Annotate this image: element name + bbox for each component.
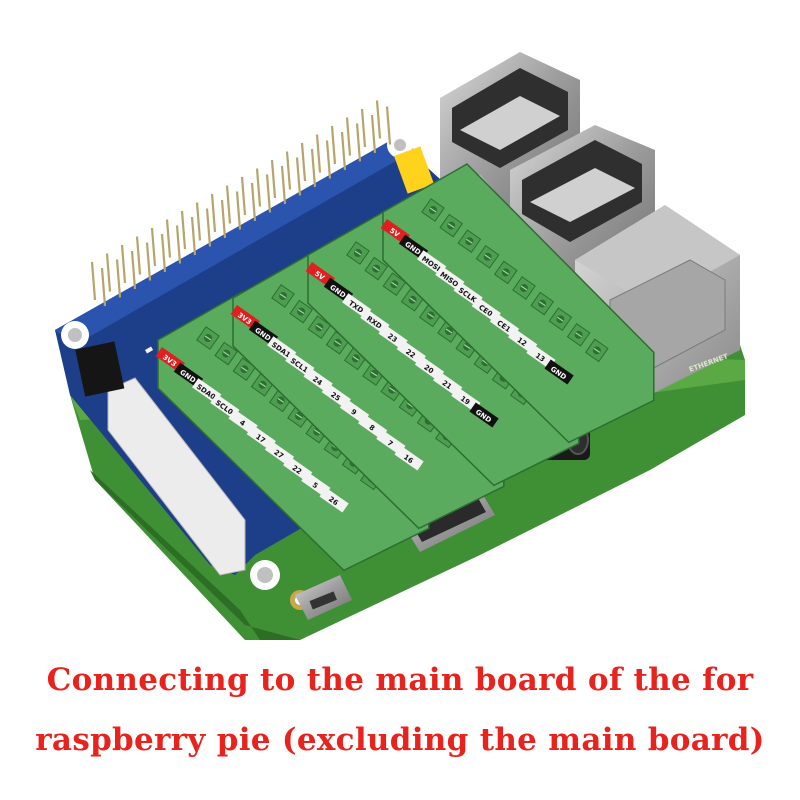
gpio-pin bbox=[325, 140, 332, 179]
gpio-pin bbox=[130, 250, 137, 290]
gpio-pin bbox=[160, 233, 167, 273]
terminal-label-text: 8 bbox=[368, 423, 377, 432]
terminal-screw-slot bbox=[372, 266, 380, 272]
terminal-label-text: 5 bbox=[311, 481, 320, 490]
gpio-pin bbox=[195, 202, 202, 241]
gpio-pin bbox=[370, 114, 377, 154]
terminal-screw-slot bbox=[593, 347, 601, 353]
terminal-screw-slot bbox=[466, 238, 473, 244]
terminal-screw-slot bbox=[334, 340, 341, 346]
gpio-pin bbox=[120, 244, 127, 284]
gpio-pin bbox=[235, 191, 242, 230]
gpio-pin bbox=[345, 117, 352, 156]
gpio-pin bbox=[115, 259, 122, 298]
terminal-screw-slot bbox=[297, 309, 305, 315]
terminal-screw-slot bbox=[445, 328, 453, 334]
gpio-pin bbox=[300, 142, 307, 182]
terminal-screw-slot bbox=[259, 382, 266, 388]
gpio-pin bbox=[385, 106, 392, 145]
terminal-label-text: 4 bbox=[238, 419, 247, 428]
terminal-screw-slot bbox=[370, 371, 378, 377]
terminal-screw-slot bbox=[391, 281, 398, 287]
gpio-pin bbox=[180, 210, 187, 250]
caption-line-2: raspberry pie (excluding the main board) bbox=[35, 722, 765, 758]
micro-usb-port-icon bbox=[295, 575, 352, 620]
gpio-pin bbox=[255, 168, 262, 207]
gpio-pin bbox=[205, 208, 212, 247]
product-photo: ETHERNET 3V3GNDSDA0SCL041727225263V3GNDS… bbox=[55, 52, 745, 640]
terminal-screw-slot bbox=[388, 387, 396, 393]
gpio-pin bbox=[135, 236, 142, 275]
terminal-screw-slot bbox=[295, 413, 303, 419]
terminal-screw-slot bbox=[429, 207, 437, 213]
gpio-pin bbox=[190, 216, 197, 256]
gpio-pin bbox=[220, 199, 227, 239]
terminal-screw-slot bbox=[575, 332, 582, 338]
gpio-pin bbox=[250, 182, 257, 222]
terminal-label: 9 bbox=[339, 398, 370, 424]
gpio-pin bbox=[310, 148, 317, 188]
terminal-screw-slot bbox=[463, 344, 471, 350]
led-indicator bbox=[145, 346, 154, 354]
gpio-pin bbox=[285, 151, 292, 190]
terminal-strips: 3V3GNDSDA0SCL041727225263V3GNDSDA1SCL124… bbox=[155, 163, 655, 572]
terminal-label-text: 7 bbox=[386, 439, 395, 448]
terminal-screw-slot bbox=[204, 335, 212, 341]
gpio-pin bbox=[105, 253, 112, 292]
terminal-screw-slot bbox=[352, 355, 360, 361]
gpio-pin bbox=[270, 159, 277, 199]
gpio-pin bbox=[100, 267, 107, 307]
gpio-pin bbox=[295, 157, 302, 196]
terminal-screw-slot bbox=[409, 297, 416, 303]
gpio-pin bbox=[150, 227, 157, 267]
terminal-screw-slot bbox=[279, 293, 287, 299]
caption-line-1: Connecting to the main board of the for bbox=[46, 662, 754, 698]
terminal-label-text: 9 bbox=[349, 408, 358, 417]
terminal-label: 4 bbox=[228, 409, 258, 435]
gpio-pin bbox=[375, 100, 382, 139]
terminal-screw-slot bbox=[222, 351, 230, 357]
terminal-screw-slot bbox=[447, 223, 455, 229]
gpio-pin bbox=[175, 225, 182, 264]
terminal-screw-slot bbox=[313, 429, 321, 435]
gpio-pin bbox=[240, 176, 247, 216]
terminal-screw-slot bbox=[538, 301, 546, 307]
terminal-label: 7 bbox=[376, 429, 406, 455]
hdmi-port-icon bbox=[400, 490, 495, 552]
gpio-pin bbox=[315, 134, 322, 173]
terminal-screw-slot bbox=[484, 254, 491, 260]
gpio-pin bbox=[225, 185, 232, 224]
gpio-pin bbox=[360, 108, 367, 148]
gpio-pin bbox=[355, 123, 362, 162]
gpio-pin bbox=[210, 193, 217, 233]
terminal-screw-slot bbox=[502, 269, 510, 275]
terminal-label: 5 bbox=[301, 471, 331, 497]
gpio-pin bbox=[165, 219, 172, 258]
terminal-screw-slot bbox=[316, 324, 323, 330]
terminal-label: 8 bbox=[358, 414, 388, 440]
terminal-screw-slot bbox=[277, 397, 285, 403]
gpio-pin bbox=[340, 131, 347, 171]
gpio-pin bbox=[330, 125, 337, 165]
terminal-screw-slot bbox=[241, 366, 248, 372]
terminal-screw-slot bbox=[520, 285, 528, 291]
terminal-screw-slot bbox=[557, 316, 564, 322]
gpio-pin bbox=[265, 174, 272, 213]
gpio-pin bbox=[90, 261, 97, 301]
gpio-pin bbox=[145, 242, 152, 281]
gpio-header-icon bbox=[90, 100, 392, 307]
terminal-screw-slot bbox=[427, 312, 435, 318]
gpio-pin bbox=[280, 165, 287, 205]
terminal-screw-slot bbox=[354, 250, 362, 256]
